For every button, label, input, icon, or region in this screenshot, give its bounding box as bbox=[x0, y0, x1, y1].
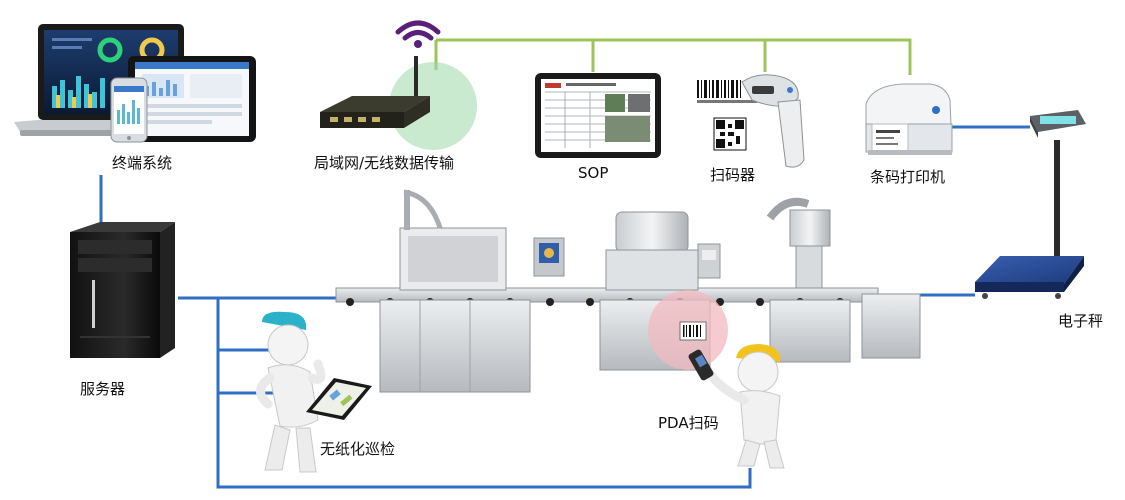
capping-machine bbox=[766, 197, 921, 363]
inspector-worker-figure bbox=[256, 311, 372, 473]
wireless-router-group bbox=[320, 20, 477, 150]
inspection-tablet-icon bbox=[306, 378, 372, 420]
line-barcode-label-icon bbox=[679, 321, 707, 341]
barcode-scanner-group bbox=[697, 74, 805, 168]
sop-display-icon bbox=[535, 73, 661, 158]
rinsing-machine bbox=[379, 189, 531, 393]
pda-device-icon bbox=[688, 349, 714, 381]
router-icon bbox=[320, 56, 430, 128]
label-paperless-inspection: 无纸化巡检 bbox=[320, 440, 396, 458]
pda-worker-figure bbox=[688, 344, 785, 469]
server-tower-icon bbox=[70, 222, 175, 358]
label-barcode-scanner: 扫码器 bbox=[710, 166, 756, 184]
label-label-printer: 条码打印机 bbox=[870, 168, 946, 186]
terminal-system-devices bbox=[14, 24, 256, 143]
label-electronic-scale: 电子秤 bbox=[1058, 312, 1104, 330]
wifi-dot bbox=[414, 40, 422, 48]
bottling-production-line bbox=[335, 189, 921, 393]
label-server: 服务器 bbox=[80, 380, 126, 398]
wifi-icon bbox=[395, 20, 441, 41]
smartphone-icon bbox=[110, 77, 148, 143]
wireless-link-trunk bbox=[436, 38, 912, 75]
label-network-transmission: 局域网/无线数据传输 bbox=[314, 154, 455, 172]
qr-code-icon bbox=[713, 117, 747, 151]
control-panel-box bbox=[533, 237, 565, 277]
label-pda-scan: PDA扫码 bbox=[658, 414, 719, 432]
label-sop: SOP bbox=[578, 164, 609, 182]
label-terminal-system: 终端系统 bbox=[112, 154, 173, 172]
wired-network-links bbox=[99, 125, 1030, 489]
wifi-coverage-halo bbox=[389, 62, 477, 150]
barcode-icon bbox=[697, 80, 757, 103]
tablet-icon bbox=[128, 56, 256, 142]
wireless-network-links bbox=[434, 38, 912, 75]
electronic-scale-icon bbox=[975, 110, 1086, 299]
label-printer-icon bbox=[865, 83, 953, 155]
handheld-scanner-icon bbox=[741, 74, 805, 168]
